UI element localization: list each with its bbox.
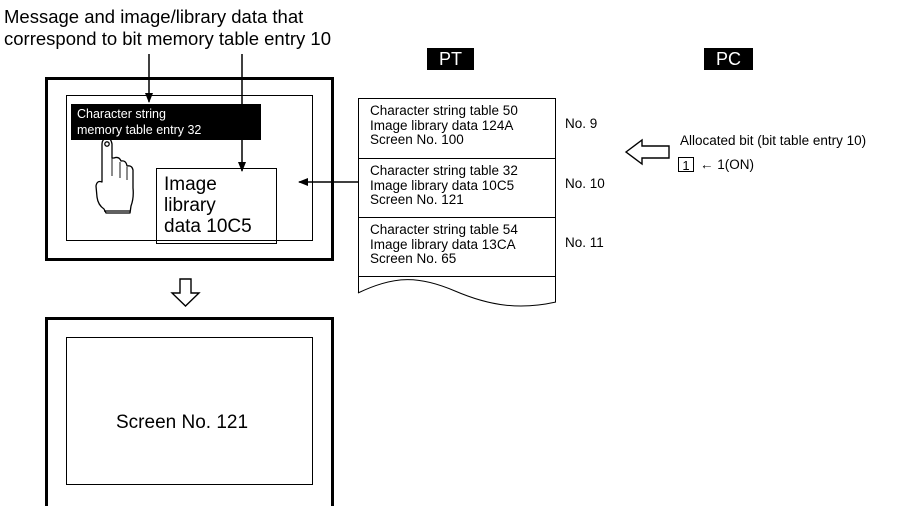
row-line: Screen No. 121 (370, 192, 464, 207)
touch-hand-icon (95, 137, 134, 214)
row-line: Character string table 50 (370, 103, 518, 118)
pt-screen-inner-frame (66, 95, 313, 241)
pc-to-pt-arrow (624, 138, 670, 166)
table-row-number: No. 11 (565, 235, 604, 250)
pt-tag: PT (427, 48, 474, 70)
row-line: Image library data 13CA (370, 236, 516, 252)
image-line-2: library (164, 195, 216, 216)
row-line: Character string table 54 (370, 222, 518, 237)
row-line: Screen No. 100 (370, 132, 464, 147)
row-line: Image library data 10C5 (370, 177, 515, 193)
pc-tag: PC (704, 48, 753, 70)
row-line: Screen No. 65 (370, 251, 457, 266)
message-label: Character string memory table entry 32 (71, 104, 261, 140)
caption-line-2: correspond to bit memory table entry 10 (4, 28, 331, 49)
result-screen-inner-frame (66, 337, 313, 485)
diagram-caption: Message and image/library data that corr… (4, 6, 331, 50)
screen-transition-arrow (170, 278, 201, 307)
result-screen-label: Screen No. 121 (116, 412, 249, 433)
row-line: Image library data 124A (370, 117, 514, 133)
table-row-text: Character string table 50 Image library … (370, 103, 518, 148)
message-line-1: Character string (77, 107, 166, 121)
image-library-box (156, 168, 277, 244)
image-line-1: Image (164, 174, 217, 195)
table-row-number: No. 10 (565, 176, 605, 191)
result-screen-outer-frame (45, 317, 334, 506)
image-library-label: Image library data 10C5 (164, 174, 252, 237)
table-row-text: Character string table 54 Image library … (370, 222, 518, 267)
screen-table (357, 98, 557, 307)
allocated-bit-label: Allocated bit (bit table entry 10) (680, 133, 867, 148)
bit-assign-label: ← 1(ON) (700, 157, 754, 172)
row-line: Character string table 32 (370, 163, 518, 178)
bit-value-box: 1 (678, 157, 694, 173)
pt-screen-outer-frame (45, 77, 334, 261)
table-torn-edge (357, 279, 557, 307)
table-row-text: Character string table 32 Image library … (370, 163, 518, 208)
caption-line-1: Message and image/library data that (4, 6, 304, 27)
message-line-2: memory table entry 32 (77, 123, 202, 137)
table-row-number: No. 9 (565, 116, 598, 131)
image-line-3: data 10C5 (164, 216, 252, 237)
